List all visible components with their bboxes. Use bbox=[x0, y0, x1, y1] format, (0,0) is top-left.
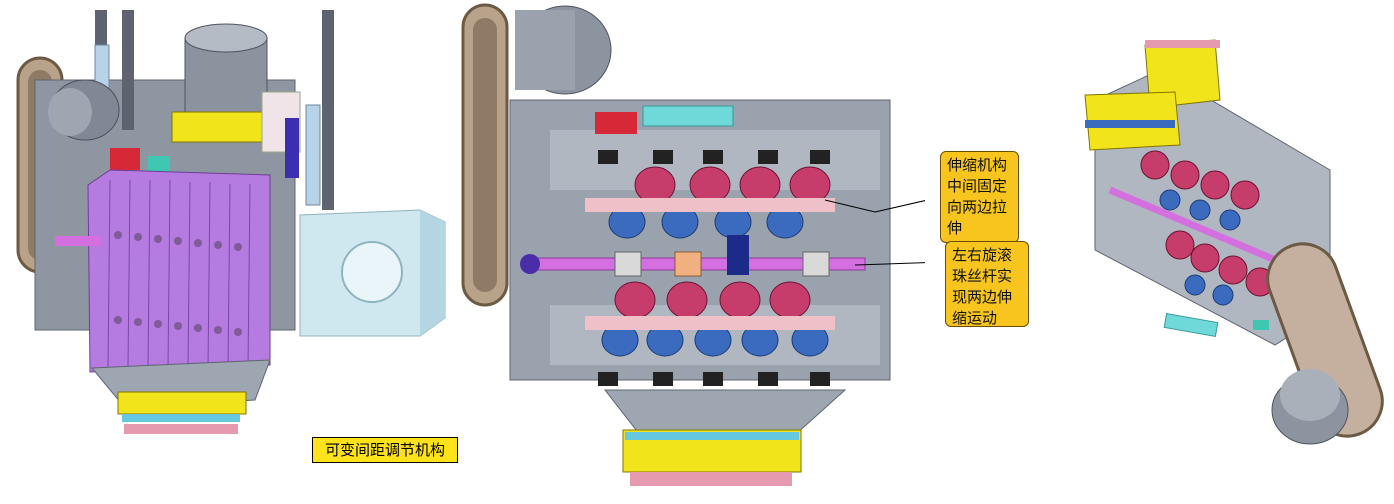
ball-screw bbox=[55, 236, 101, 246]
callout-ball-screw: 左右旋滚 珠丝杆实 现两边伸 缩运动 bbox=[945, 241, 1029, 327]
caption-variable-pitch-mechanism: 可变间距调节机构 bbox=[312, 437, 458, 463]
leader-line-bottom bbox=[854, 262, 925, 266]
middle-mechanism-view bbox=[461, 3, 925, 486]
right-mechanism-view bbox=[1084, 39, 1384, 445]
nozzle-row bbox=[117, 391, 247, 415]
left-mechanism-view bbox=[16, 10, 446, 434]
purple-plate-stack bbox=[87, 169, 271, 373]
ball-screw bbox=[1108, 186, 1282, 266]
leader-line-top bbox=[824, 199, 925, 213]
belt-drive bbox=[1266, 242, 1384, 438]
callout-telescoping-mechanism: 伸缩机构 中间固定 向两边拉 伸 bbox=[940, 151, 1019, 243]
cam-roller-row-lower bbox=[585, 281, 835, 357]
cam-roller-row-upper bbox=[585, 166, 835, 239]
spring bbox=[305, 104, 321, 206]
